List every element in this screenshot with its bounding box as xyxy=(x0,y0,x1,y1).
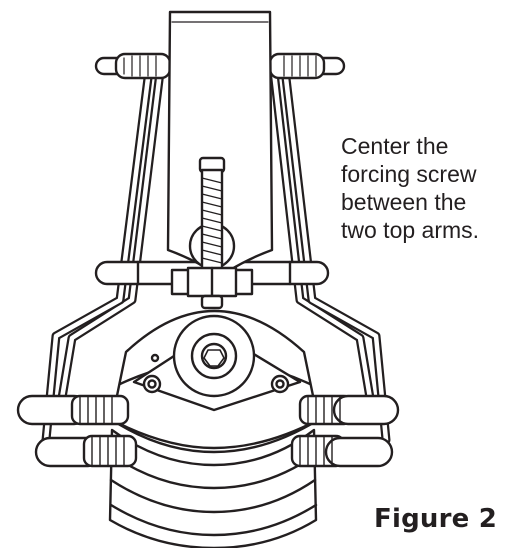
instruction-line: between the xyxy=(341,189,467,215)
spring-hook-bolts xyxy=(16,394,400,468)
forcing-screw xyxy=(188,156,236,272)
strut-top-mount xyxy=(110,309,320,454)
screw-nut-block xyxy=(170,266,254,310)
top-handle-bars xyxy=(94,52,346,80)
instruction-line: Center the xyxy=(341,133,449,159)
compressor-side-arms xyxy=(41,67,391,445)
instruction-line: forcing screw xyxy=(341,161,477,187)
figure-label: Figure 2 xyxy=(374,504,497,534)
instruction-callout: Center the forcing screw between the two… xyxy=(341,132,506,244)
instruction-line: two top arms. xyxy=(341,217,480,243)
coil-spring-stack xyxy=(108,428,318,548)
